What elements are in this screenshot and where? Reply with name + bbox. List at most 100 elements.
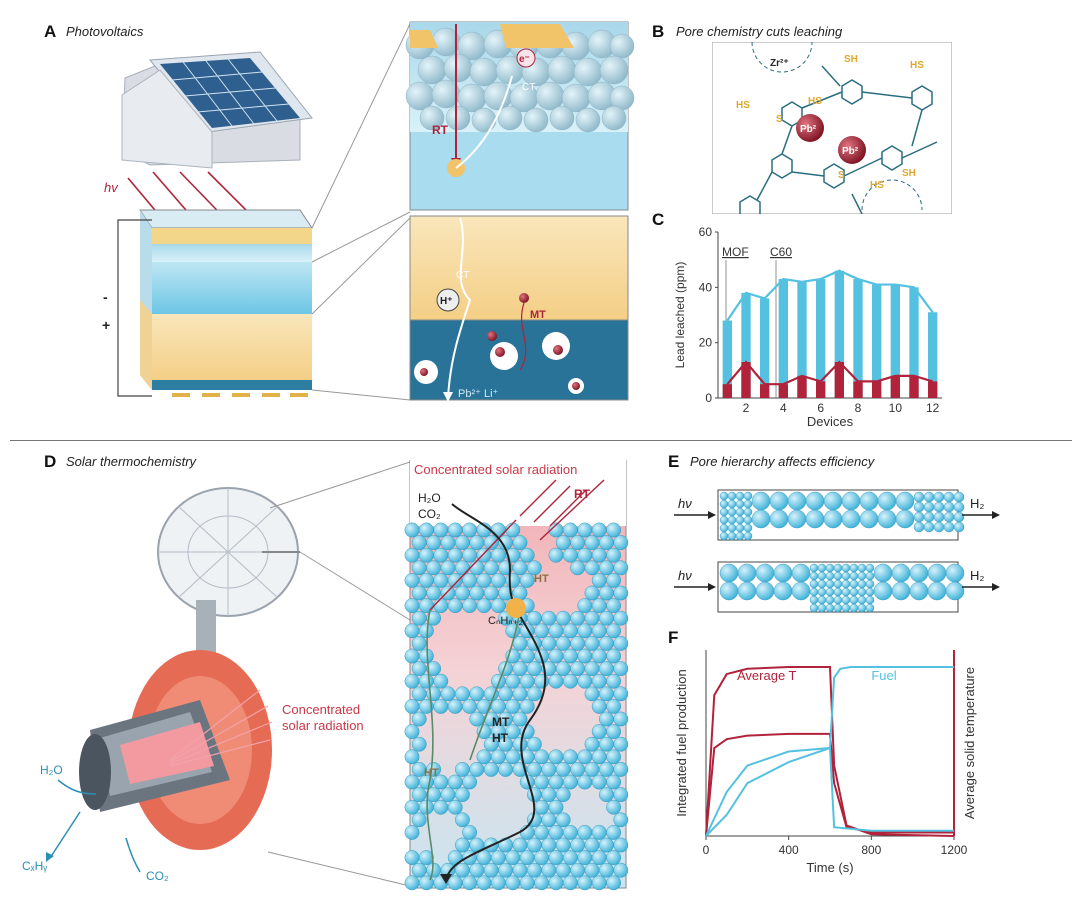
pore-sphere <box>578 775 592 789</box>
pore-sphere <box>892 564 910 582</box>
pore-sphere <box>527 737 541 751</box>
pore-sphere <box>448 573 462 587</box>
pore-sphere <box>810 572 818 580</box>
pore-sphere <box>788 510 806 528</box>
pore-sphere <box>520 850 534 864</box>
pore-sphere <box>405 523 419 537</box>
pore-sphere <box>549 775 563 789</box>
pore-sphere <box>944 502 954 512</box>
pore-sphere <box>842 596 850 604</box>
pore-sphere <box>549 548 563 562</box>
bar-series2-8 <box>853 381 862 398</box>
pore-sphere <box>477 850 491 864</box>
pore-sphere <box>842 580 850 588</box>
co2-label: CO₂ <box>418 507 441 521</box>
pore-sphere <box>592 750 606 764</box>
pore-sphere <box>506 573 520 587</box>
pore-sphere <box>477 750 491 764</box>
pore-sphere <box>770 492 788 510</box>
pore-sphere <box>549 674 563 688</box>
ht-label-2: HT <box>492 731 509 745</box>
pore-sphere <box>866 564 874 572</box>
x-tick-label: 1200 <box>941 843 968 857</box>
pore-sphere <box>513 863 527 877</box>
pore-sphere <box>534 750 548 764</box>
pore-sphere <box>462 573 476 587</box>
pore-sphere <box>736 508 744 516</box>
pore-sphere <box>810 580 818 588</box>
pore-sphere <box>720 532 728 540</box>
pore-sphere <box>606 825 620 839</box>
y-tick-label: 20 <box>699 336 713 350</box>
pore-sphere <box>614 687 628 701</box>
pore-sphere <box>491 699 505 713</box>
pore-sphere <box>720 492 728 500</box>
pore-sphere <box>592 598 606 612</box>
pore-sphere <box>892 582 910 600</box>
bar-series1-4 <box>779 279 788 398</box>
pore-sphere <box>462 548 476 562</box>
pore-sphere <box>419 548 433 562</box>
pore-sphere <box>405 573 419 587</box>
pore-sphere <box>549 800 563 814</box>
pore-sphere <box>592 850 606 864</box>
pore-sphere <box>570 838 584 852</box>
pore-sphere <box>946 582 964 600</box>
mof-pore-structure: Zr²⁺ SH HS HS HS SH HS S S Pb² Pb² <box>712 42 952 214</box>
pore-sphere <box>944 492 954 502</box>
pore-sphere <box>826 604 834 612</box>
hs-label-1: HS <box>910 60 924 71</box>
pore-sphere <box>578 674 592 688</box>
pore-sphere <box>585 838 599 852</box>
pore-sphere <box>578 624 592 638</box>
pore-sphere <box>419 598 433 612</box>
x-tick-label: 10 <box>889 401 903 415</box>
pore-sphere <box>477 598 491 612</box>
bar-series2-9 <box>872 381 881 398</box>
pore-sphere <box>810 604 818 612</box>
pore-sphere <box>542 787 556 801</box>
pore-sphere <box>599 586 613 600</box>
pore-sphere <box>842 510 860 528</box>
pore-sphere <box>405 674 419 688</box>
x-axis-label: Devices <box>807 414 854 429</box>
pore-sphere <box>752 510 770 528</box>
pore-sphere <box>491 523 505 537</box>
pore-sphere <box>455 787 469 801</box>
pore-sphere <box>470 863 484 877</box>
pore-sphere <box>578 523 592 537</box>
pore-sphere <box>405 750 419 764</box>
pore-sphere <box>412 863 426 877</box>
pore-sphere <box>542 611 556 625</box>
x-tick-label: 400 <box>779 843 799 857</box>
pore-sphere <box>578 548 592 562</box>
pore-sphere <box>419 649 433 663</box>
pore-sphere <box>736 532 744 540</box>
pore-sphere <box>866 604 874 612</box>
pore-sphere <box>513 561 527 575</box>
pore-sphere <box>599 535 613 549</box>
pore-sphere <box>513 661 527 675</box>
x-tick-label: 4 <box>780 401 787 415</box>
y-tick-label: 60 <box>699 225 713 239</box>
pore-sphere <box>412 561 426 575</box>
pore-sphere <box>455 838 469 852</box>
pore-sphere <box>419 624 433 638</box>
pore-sphere <box>578 649 592 663</box>
pore-sphere <box>728 524 736 532</box>
pore-sphere <box>858 580 866 588</box>
pore-sphere <box>405 800 419 814</box>
pore-sphere <box>549 624 563 638</box>
pore-sphere <box>736 492 744 500</box>
concentrated-radiation-label-left-2: solar radiation <box>282 718 364 733</box>
pore-sphere <box>484 535 498 549</box>
pore-sphere <box>491 750 505 764</box>
pore-sphere <box>614 636 628 650</box>
legend-average-t: Average T <box>737 668 797 683</box>
pore-sphere <box>462 775 476 789</box>
concentrated-radiation-label-left-1: Concentrated <box>282 702 360 717</box>
h2-label-e1: H₂ <box>970 496 984 511</box>
panel-title-e: Pore hierarchy affects efficiency <box>690 454 874 469</box>
pore-sphere <box>858 564 866 572</box>
pore-sphere <box>534 850 548 864</box>
